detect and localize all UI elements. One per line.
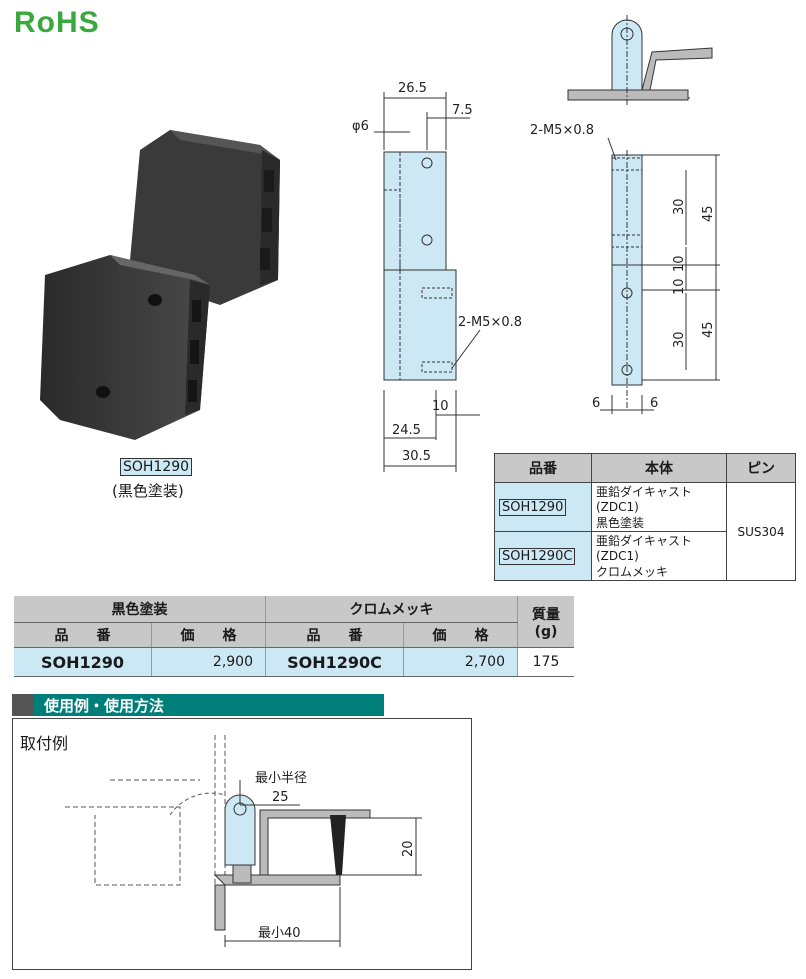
usage-min-40: 最小40 bbox=[258, 926, 301, 941]
spec-table: 品番 本体 ピン SOH1290 亜鉛ダイキャスト(ZDC1) 黒色塗装 SUS… bbox=[494, 453, 796, 581]
spec-model: SOH1290C bbox=[499, 547, 576, 565]
section-title: 使用例・使用方法 bbox=[44, 697, 165, 715]
spec-header-model: 品番 bbox=[494, 453, 592, 483]
section-bar bbox=[12, 694, 384, 716]
side-dim-45b: 45 bbox=[701, 321, 716, 338]
spec-header-pin: ピン bbox=[726, 453, 796, 483]
price-group-black: 黒色塗装 bbox=[14, 596, 266, 623]
price-table: 黒色塗装 クロムメッキ 質量 (g) 品 番 価 格 品 番 価 格 SOH12… bbox=[14, 596, 574, 677]
dim-10: 10 bbox=[432, 399, 449, 414]
price-sub-price: 価 格 bbox=[403, 622, 518, 648]
spec-model: SOH1290 bbox=[499, 498, 567, 516]
spec-body-material: 亜鉛ダイキャスト(ZDC1) bbox=[596, 534, 693, 563]
section-marker bbox=[12, 694, 34, 716]
photo-finish-label: (黒色塗装) bbox=[112, 482, 184, 500]
price-value-chrome: 2,700 bbox=[403, 647, 518, 677]
product-photo bbox=[40, 130, 280, 440]
dim-24-5: 24.5 bbox=[392, 423, 421, 438]
dim-30-5: 30.5 bbox=[402, 449, 431, 464]
side-dim-30b: 30 bbox=[672, 331, 687, 348]
spec-body-finish: クロムメッキ bbox=[596, 565, 669, 579]
table-row: SOH1290C 亜鉛ダイキャスト(ZDC1) クロムメッキ bbox=[494, 531, 796, 581]
photo-model-label: SOH1290 bbox=[120, 458, 193, 476]
usage-dim-20: 20 bbox=[401, 840, 416, 857]
spec-header-body: 本体 bbox=[591, 453, 727, 483]
price-mass-header: 質量 (g) bbox=[517, 596, 574, 648]
side-dim-30a: 30 bbox=[672, 198, 687, 215]
side-view-drawing: 2-M5×0.8 30 45 10 10 30 45 6 6 bbox=[530, 15, 720, 414]
spec-body-finish: 黒色塗装 bbox=[596, 516, 645, 530]
dim-offset: 7.5 bbox=[452, 103, 473, 118]
rohs-logo: RoHS bbox=[14, 6, 100, 39]
price-value-black: 2,900 bbox=[151, 647, 266, 677]
usage-min-radius: 最小半径 bbox=[255, 771, 307, 786]
side-dim-45a: 45 bbox=[701, 205, 716, 222]
dim-width: 26.5 bbox=[398, 81, 427, 96]
price-sub-code: 品 番 bbox=[265, 622, 404, 648]
front-view-drawing: 26.5 7.5 φ6 2-M5×0.8 10 24.5 30.5 bbox=[352, 81, 522, 472]
side-dim-6b: 6 bbox=[650, 396, 658, 411]
spec-pin: SUS304 bbox=[726, 482, 796, 581]
spec-body-material: 亜鉛ダイキャスト(ZDC1) bbox=[596, 485, 693, 514]
dim-phi: φ6 bbox=[352, 119, 369, 134]
usage-drawing: 最小半径 25 20 最小40 bbox=[65, 735, 422, 947]
side-dim-10a: 10 bbox=[672, 255, 687, 272]
side-dim-tap: 2-M5×0.8 bbox=[530, 123, 594, 138]
usage-box bbox=[12, 718, 472, 970]
usage-label: 取付例 bbox=[20, 734, 69, 753]
price-sub-price: 価 格 bbox=[151, 622, 266, 648]
price-sub-code: 品 番 bbox=[14, 622, 152, 648]
side-dim-6a: 6 bbox=[592, 396, 600, 411]
usage-dim-25: 25 bbox=[272, 790, 289, 805]
price-group-chrome: クロムメッキ bbox=[265, 596, 518, 623]
price-mass: 175 bbox=[517, 647, 574, 677]
side-dim-10b: 10 bbox=[672, 278, 687, 295]
table-row: SOH1290 亜鉛ダイキャスト(ZDC1) 黒色塗装 SUS304 bbox=[494, 482, 796, 581]
price-code-black: SOH1290 bbox=[14, 647, 152, 677]
price-code-chrome: SOH1290C bbox=[265, 647, 404, 677]
table-row: SOH1290 2,900 SOH1290C 2,700 175 bbox=[14, 647, 574, 677]
dim-tap: 2-M5×0.8 bbox=[458, 315, 522, 330]
